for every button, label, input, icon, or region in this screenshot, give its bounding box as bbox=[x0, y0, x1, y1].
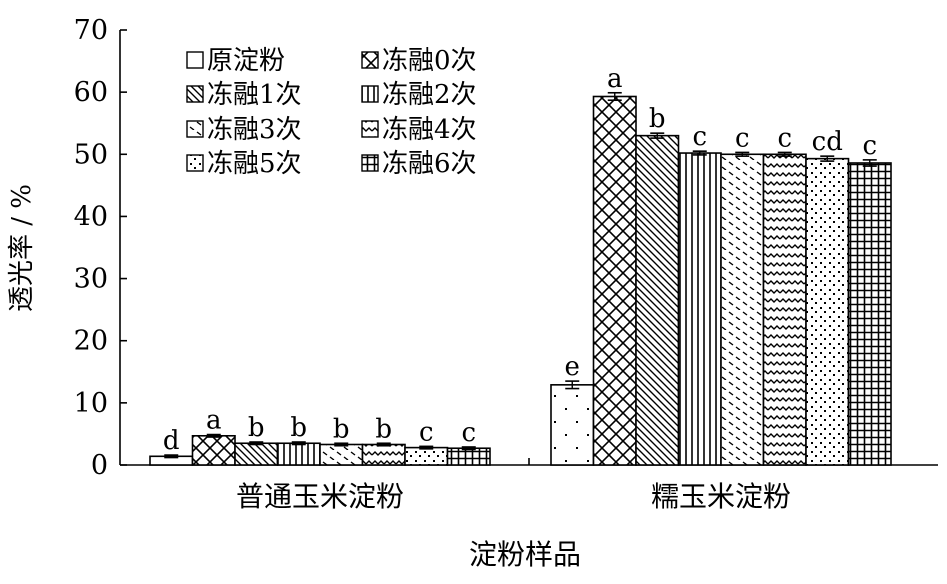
y-tick-label: 0 bbox=[91, 450, 108, 481]
bar bbox=[550, 384, 595, 466]
significance-letter: b bbox=[649, 104, 666, 134]
significance-letter: c bbox=[419, 417, 434, 447]
significance-letter: e bbox=[565, 352, 580, 382]
bar bbox=[635, 134, 680, 466]
bar bbox=[677, 152, 722, 466]
bar bbox=[404, 446, 449, 466]
legend-label: 冻融3次 bbox=[207, 115, 302, 145]
legend-label: 冻融1次 bbox=[207, 80, 302, 110]
significance-letter: a bbox=[206, 406, 222, 436]
significance-letter: b bbox=[375, 414, 392, 444]
legend-swatch bbox=[361, 85, 379, 103]
significance-letter: b bbox=[290, 413, 307, 443]
legend-swatch bbox=[186, 120, 204, 138]
bar bbox=[191, 434, 236, 466]
y-tick-label: 40 bbox=[74, 201, 108, 232]
x-categories: 普通玉米淀粉 糯玉米淀粉 bbox=[236, 480, 791, 513]
significance-letter: c bbox=[777, 123, 792, 153]
bar bbox=[762, 153, 807, 466]
legend-label: 冻融2次 bbox=[382, 80, 477, 110]
significance-letter: b bbox=[333, 414, 350, 444]
significance-letter: cd bbox=[812, 127, 843, 157]
legend-swatch bbox=[186, 154, 204, 172]
bar bbox=[720, 153, 765, 466]
legend-swatch bbox=[361, 51, 379, 69]
bar bbox=[319, 443, 364, 466]
y-axis-label: 透光率 / % bbox=[7, 184, 37, 312]
bar bbox=[847, 162, 892, 466]
y-tick-label: 50 bbox=[74, 139, 108, 170]
significance-letter: d bbox=[163, 426, 180, 456]
bar bbox=[592, 95, 637, 466]
significance-letter: c bbox=[735, 123, 750, 153]
x-category-label: 普通玉米淀粉 bbox=[236, 480, 404, 513]
y-tick-label: 30 bbox=[74, 264, 108, 295]
bar bbox=[805, 157, 850, 466]
significance-letter: c bbox=[692, 122, 707, 152]
legend-label: 冻融4次 bbox=[382, 115, 477, 145]
bar bbox=[361, 443, 406, 466]
significance-letter: c bbox=[461, 418, 476, 448]
bar bbox=[446, 447, 491, 466]
bar bbox=[234, 442, 279, 466]
y-tick-label: 10 bbox=[74, 388, 108, 419]
legend-swatch bbox=[186, 51, 204, 69]
y-ticks: 0 10 20 30 40 50 60 70 bbox=[74, 15, 127, 481]
bar bbox=[276, 442, 321, 466]
x-category-label: 糯玉米淀粉 bbox=[651, 480, 791, 513]
significance-letter: a bbox=[607, 64, 623, 94]
legend-label: 原淀粉 bbox=[207, 46, 285, 76]
y-tick-label: 60 bbox=[74, 77, 108, 108]
legend-label: 冻融0次 bbox=[382, 46, 477, 76]
significance-letter: b bbox=[248, 413, 265, 443]
y-tick-label: 70 bbox=[74, 15, 108, 46]
legend-label: 冻融5次 bbox=[207, 149, 302, 179]
legend-swatch bbox=[361, 120, 379, 138]
x-axis-label: 淀粉样品 bbox=[469, 538, 581, 571]
y-tick-label: 20 bbox=[74, 326, 108, 357]
legend-swatch bbox=[361, 154, 379, 172]
significance-letter: c bbox=[862, 131, 877, 161]
legend-swatch bbox=[186, 85, 204, 103]
legend-label: 冻融6次 bbox=[382, 149, 477, 179]
